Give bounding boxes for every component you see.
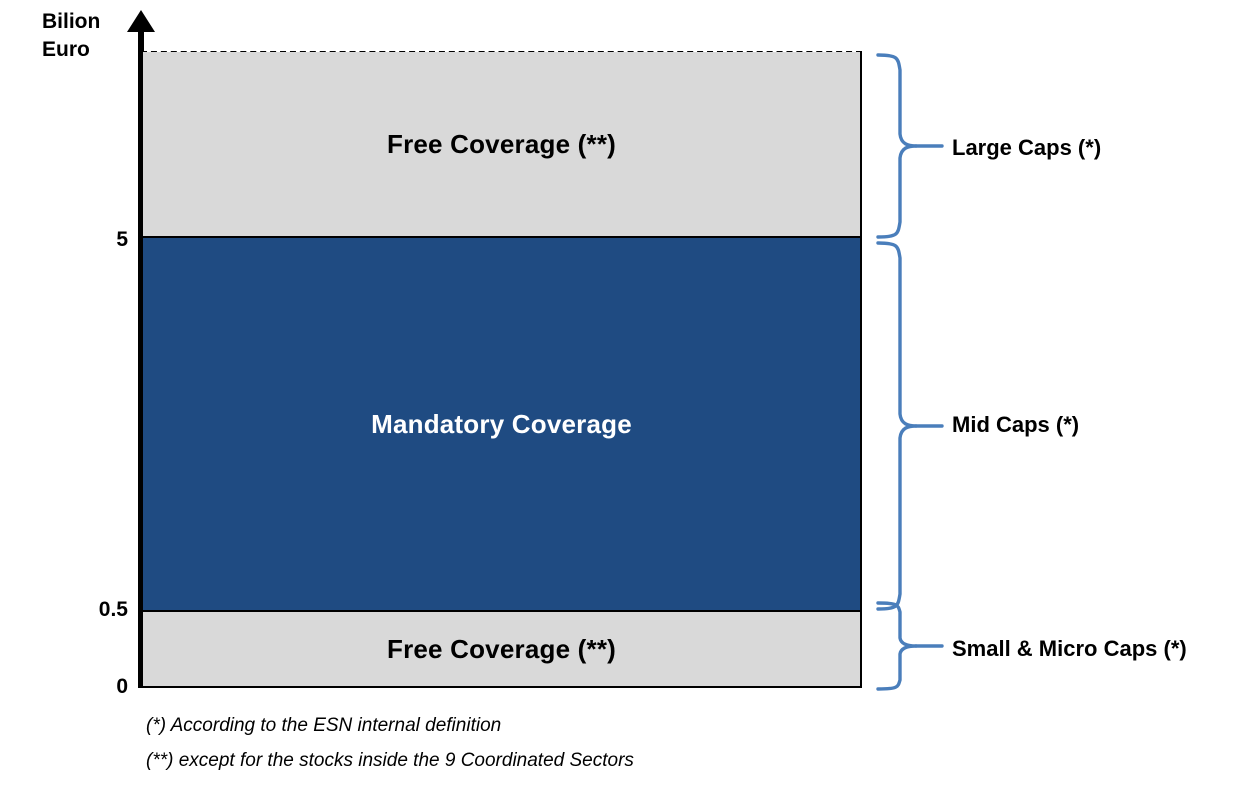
bracket-mid-caps bbox=[872, 240, 952, 612]
band-mid-caps-label: Mandatory Coverage bbox=[371, 408, 632, 439]
band-small-micro-caps-free-coverage: Free Coverage (**) bbox=[143, 610, 860, 686]
bracket-small-micro-caps bbox=[872, 600, 952, 692]
y-tick-0-5: 0.5 bbox=[98, 598, 128, 621]
footnote-asterisk: (*) According to the ESN internal defini… bbox=[146, 715, 502, 736]
stacked-bar-chart: Free Coverage (**) Mandatory Coverage Fr… bbox=[141, 52, 862, 688]
y-tick-5: 5 bbox=[116, 228, 128, 251]
band-large-caps-free-coverage: Free Coverage (**) bbox=[143, 52, 860, 238]
footnote-double-asterisk: (**) except for the stocks inside the 9 … bbox=[146, 750, 634, 771]
y-tick-0: 0 bbox=[116, 675, 128, 698]
y-axis-label: Bilion Euro bbox=[42, 10, 101, 62]
band-small-caps-label: Free Coverage (**) bbox=[386, 633, 617, 664]
legend-label-large-caps: Large Caps (*) bbox=[952, 135, 1102, 160]
legend-label-mid-caps: Mid Caps (*) bbox=[952, 412, 1080, 437]
band-large-caps-label: Free Coverage (**) bbox=[386, 128, 617, 159]
band-mid-caps-mandatory-coverage: Mandatory Coverage bbox=[143, 238, 860, 610]
y-axis-arrow-icon bbox=[127, 10, 155, 32]
legend-label-small-micro-caps: Small & Micro Caps (*) bbox=[952, 636, 1187, 661]
bracket-large-caps bbox=[872, 52, 952, 240]
